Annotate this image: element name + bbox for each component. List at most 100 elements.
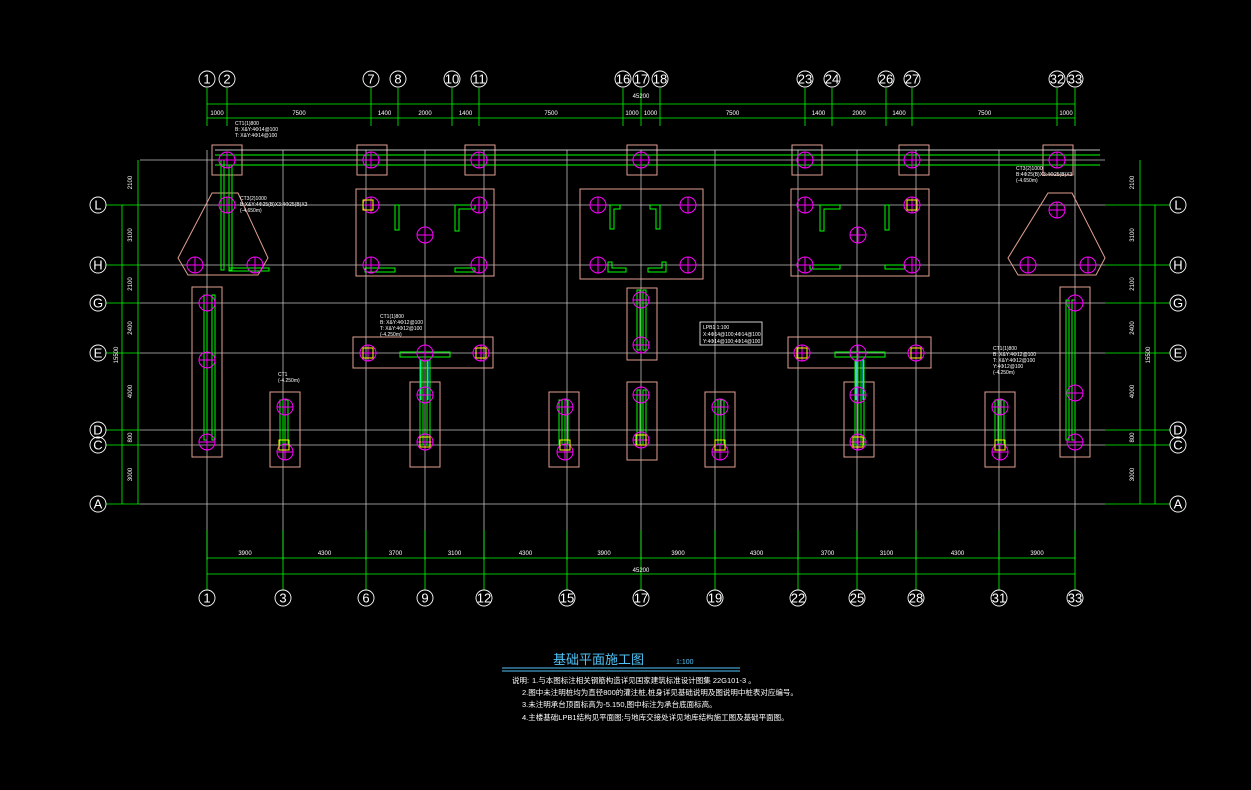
pile xyxy=(793,344,811,362)
cap-label-mid-cap-1: CT1(1)800 xyxy=(380,314,404,320)
pile-cap xyxy=(704,391,736,468)
pile xyxy=(1048,151,1066,169)
axis-bubble-24 xyxy=(823,70,841,88)
pile xyxy=(589,196,607,214)
axis-label-right: L xyxy=(1174,198,1181,213)
pile xyxy=(1048,201,1066,219)
axis-label-bottom: 9 xyxy=(421,591,428,606)
pile xyxy=(359,344,377,362)
axis-label-top: 7 xyxy=(367,72,374,87)
left-dimension-value: 2100 xyxy=(128,277,134,291)
axis-label-left: G xyxy=(93,296,103,311)
axis-bubble-A xyxy=(1169,495,1187,513)
pile xyxy=(416,433,434,451)
drawing-title: 基础平面施工图 xyxy=(553,653,644,668)
left-dimension-value: 2400 xyxy=(128,321,134,335)
total-width-right: 15500 xyxy=(1146,346,1152,363)
axis-bubble-1 xyxy=(198,589,216,607)
pile xyxy=(711,443,729,461)
grid-lines xyxy=(140,150,1105,560)
piles xyxy=(186,151,1097,461)
axis-label-bottom: 6 xyxy=(362,591,369,606)
pile xyxy=(198,433,216,451)
axis-label-bottom: 1 xyxy=(203,591,210,606)
cap-label-top-left-cap: CT1(1)800 xyxy=(235,121,259,127)
axis-bubble-33 xyxy=(1066,589,1084,607)
axis-bubble-16 xyxy=(614,70,632,88)
left-dimension-value: 3100 xyxy=(128,228,134,242)
axis-bubble-8 xyxy=(389,70,407,88)
axis-label-top: 1 xyxy=(203,72,210,87)
axis-bubble-6 xyxy=(357,589,375,607)
axis-label-top: 11 xyxy=(472,72,486,87)
axis-bubble-17 xyxy=(632,589,650,607)
pile-cap xyxy=(1042,144,1074,176)
legend-line-2: X:4Φ14@100;4Φ14@100 xyxy=(703,332,761,338)
axis-bubble-G xyxy=(1169,294,1187,312)
cap-label-right-tri-cap: CT3(2)1000 xyxy=(1016,166,1043,172)
right-dimension-value: 2100 xyxy=(1130,175,1136,189)
axis-label-left: C xyxy=(93,438,102,453)
pile xyxy=(276,398,294,416)
triangular-pile-cap-right xyxy=(1007,192,1106,276)
axis-label-right: C xyxy=(1173,438,1182,453)
axis-label-top: 32 xyxy=(1050,72,1064,87)
pile xyxy=(849,433,867,451)
wall-segment xyxy=(642,289,647,351)
cap-label-left-tri-cap: (-4.650m) xyxy=(240,208,262,214)
pile xyxy=(218,151,236,169)
axis-bubble-A xyxy=(89,495,107,513)
axis-bubble-18 xyxy=(651,70,669,88)
axis-label-right: G xyxy=(1173,296,1183,311)
general-notes: 说明: 1.与本图标注相关钢筋构造详见国家建筑标准设计图集 22G101-3 。… xyxy=(512,675,798,722)
axis-label-bottom: 19 xyxy=(708,591,722,606)
wall-segment xyxy=(394,204,400,231)
highlight-square xyxy=(906,199,918,211)
axis-bubble-17 xyxy=(632,70,650,88)
pile-cap xyxy=(269,391,301,468)
pile-cap xyxy=(843,381,875,458)
highlight-square xyxy=(278,439,290,451)
axis-bubble-31 xyxy=(990,589,1008,607)
pile-cap xyxy=(355,188,495,277)
highlight-square xyxy=(635,434,647,446)
pile xyxy=(218,196,236,214)
pile xyxy=(991,398,1009,416)
right-dimension-value: 3000 xyxy=(1130,467,1136,481)
axis-label-left: D xyxy=(93,423,102,438)
wall-segment xyxy=(228,164,233,271)
axis-bubble-15 xyxy=(558,589,576,607)
triangular-pile-cap-left xyxy=(177,192,269,276)
top-dimension-value: 1400 xyxy=(378,111,392,117)
pile xyxy=(907,344,925,362)
pile xyxy=(903,256,921,274)
cap-label-right-bottom-cap: Y:4Φ12@100 xyxy=(993,364,1023,370)
highlight-square xyxy=(714,439,726,451)
axis-bubble-L xyxy=(1169,196,1187,214)
pile xyxy=(632,291,650,309)
pile-cap xyxy=(790,188,930,277)
wall-segment xyxy=(228,267,270,272)
axis-bubble-7 xyxy=(362,70,380,88)
highlight-square xyxy=(852,436,864,448)
note-4: 4.主楼基础LPB1结构见平面图;与地库交接处详见地库结构施工图及基础平面图。 xyxy=(522,712,789,722)
axis-bubble-L xyxy=(89,196,107,214)
legend-line-1: LPB1 1:100 xyxy=(703,325,729,331)
pile-cap xyxy=(626,144,658,176)
wall-segment xyxy=(607,261,627,273)
axis-bubble-23 xyxy=(796,70,814,88)
pile-cap xyxy=(898,144,930,176)
axis-label-bottom: 22 xyxy=(791,591,805,606)
note-3: 3.未注明承台顶面标高为-5.150,图中标注为承台底面标高。 xyxy=(522,699,717,709)
top-dimension-value: 7500 xyxy=(544,111,558,117)
total-length-top: 45200 xyxy=(633,94,650,100)
pile-cap xyxy=(791,144,823,176)
pile xyxy=(556,398,574,416)
pile xyxy=(186,256,204,274)
axis-label-top: 16 xyxy=(616,72,630,87)
cap-label-top-left-cap: B: X&Y:4Φ14@100 xyxy=(235,127,278,133)
pile-cap xyxy=(787,336,932,369)
top-dimension-value: 7500 xyxy=(978,111,992,117)
axis-label-left: A xyxy=(94,497,103,512)
